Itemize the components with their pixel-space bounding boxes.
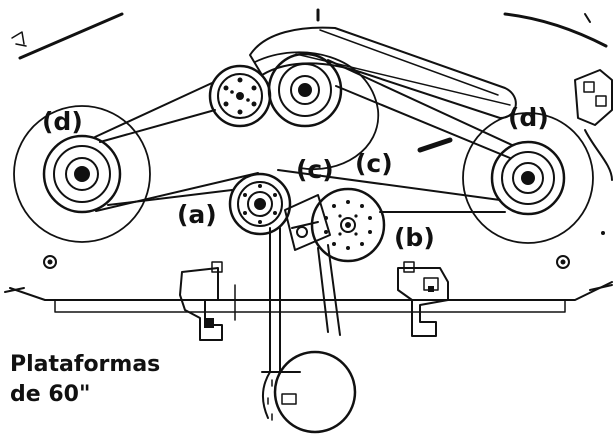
upper-belt: [94, 53, 513, 159]
deck-outline: [4, 281, 613, 313]
label-c-left: (c): [296, 155, 334, 184]
top-right-bracket: [503, 12, 613, 181]
pulley-b: [310, 187, 386, 263]
deck-bolts: [43, 231, 605, 269]
label-d-right: (d): [508, 103, 549, 132]
right-belt-guide: [397, 261, 449, 337]
pulley-a: [228, 172, 292, 236]
deck-size-caption: Plataformas de 60": [10, 350, 160, 410]
tension-arm: [284, 194, 331, 251]
center-spindle-housing: [254, 51, 379, 170]
left-belt-guide: [179, 261, 236, 341]
label-b: (b): [394, 223, 435, 252]
label-d-left: (d): [42, 107, 83, 136]
lower-belt: [95, 169, 506, 229]
upper-idler-pulley: [208, 64, 272, 128]
left-spindle-housing: [13, 105, 151, 243]
engine-pulley: [261, 350, 357, 434]
left-spindle-pulley: [42, 134, 122, 214]
center-spindle-pulley: [267, 52, 343, 128]
right-spindle-pulley: [490, 140, 566, 216]
drive-belt: [269, 227, 341, 373]
label-c-right: (c): [355, 149, 393, 178]
right-spindle-housing: [462, 112, 594, 244]
caption-line-1: Plataformas: [10, 352, 161, 377]
top-left-bracket: [11, 12, 124, 60]
label-a: (a): [177, 200, 217, 229]
caption-line-2: de 60": [10, 382, 91, 407]
